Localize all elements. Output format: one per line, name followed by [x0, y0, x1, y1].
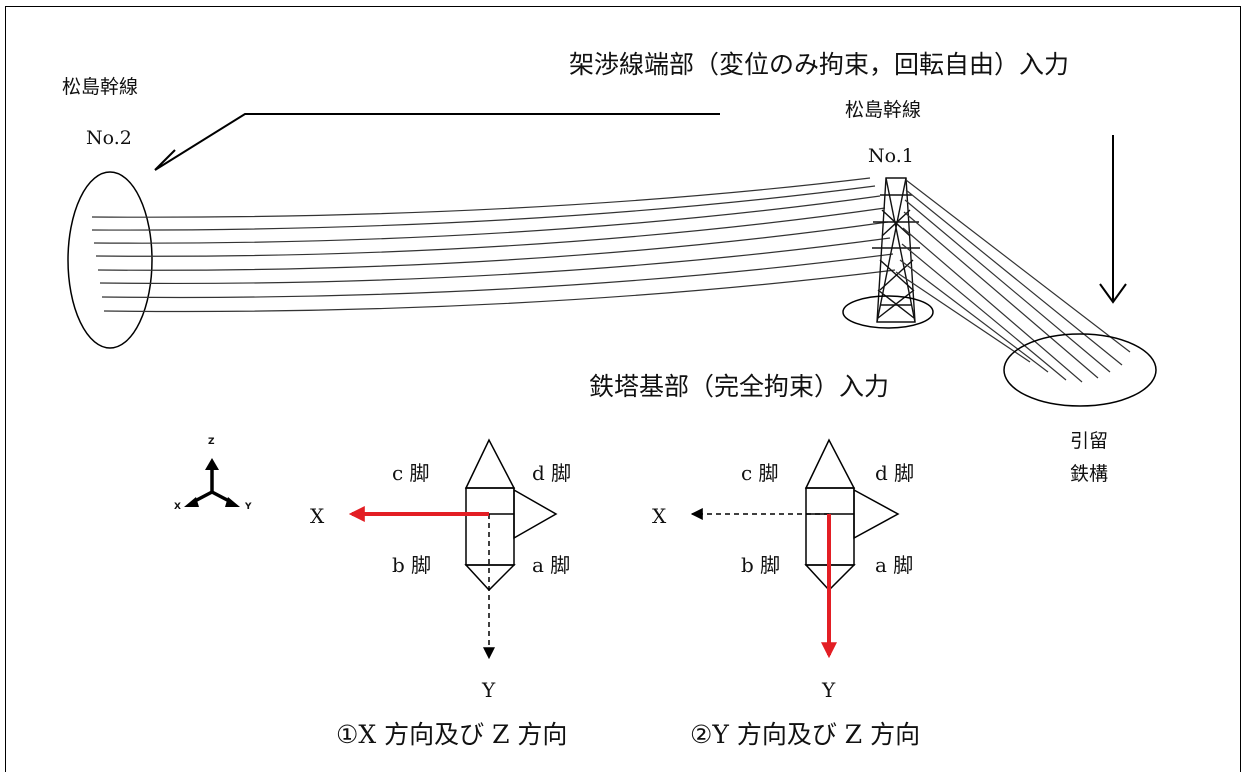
no1-line-number: No.1 [868, 145, 914, 167]
tower-base-ellipse [842, 295, 934, 329]
no1-line-name: 松島幹線 [845, 99, 922, 121]
case2-leg-b: b 脚 [741, 553, 781, 577]
case2-x-label: X [652, 504, 667, 528]
case1-tower-plan [464, 438, 558, 592]
conductor-wires [91, 177, 896, 313]
dead-end-wires [895, 179, 1131, 383]
case1-leg-b: b 脚 [392, 553, 432, 577]
conductor-end-arrow [1099, 135, 1127, 304]
case2-leg-d: d 脚 [875, 461, 915, 485]
case2-leg-a: a 脚 [875, 553, 914, 577]
no2-arrow [154, 113, 720, 171]
dead-end-ellipse [1003, 333, 1157, 407]
axes-icon [184, 458, 240, 507]
case1-y-label: Y [482, 678, 496, 702]
tower-base-input-label: 鉄塔基部（完全拘束）入力 [589, 372, 890, 401]
case2-caption: ②Y 方向及び Z 方向 [690, 720, 921, 749]
case1-leg-d: d 脚 [532, 461, 572, 485]
dead-end-label-1: 引留 [1070, 430, 1109, 452]
no2-line-name: 松島幹線 [62, 76, 139, 98]
axes-icon-z: Z [208, 437, 215, 447]
axes-icon-y: Y [245, 502, 252, 512]
case2-leg-c: c 脚 [741, 461, 779, 485]
no2-line-number: No.2 [86, 127, 132, 149]
transmission-tower [872, 177, 920, 323]
case2-y-label: Y [822, 678, 836, 702]
case1-x-label: X [310, 504, 325, 528]
case1-leg-a: a 脚 [532, 553, 571, 577]
dead-end-label-2: 鉄構 [1070, 463, 1109, 485]
case1-leg-c: c 脚 [392, 461, 430, 485]
axes-icon-x: X [174, 502, 181, 512]
figure-frame [5, 6, 1241, 772]
case1-caption: ①X 方向及び Z 方向 [336, 720, 568, 749]
conductor-end-input-label: 架渉線端部（変位のみ拘束，回転自由）入力 [569, 50, 1070, 79]
no2-end-ellipse [67, 171, 153, 349]
